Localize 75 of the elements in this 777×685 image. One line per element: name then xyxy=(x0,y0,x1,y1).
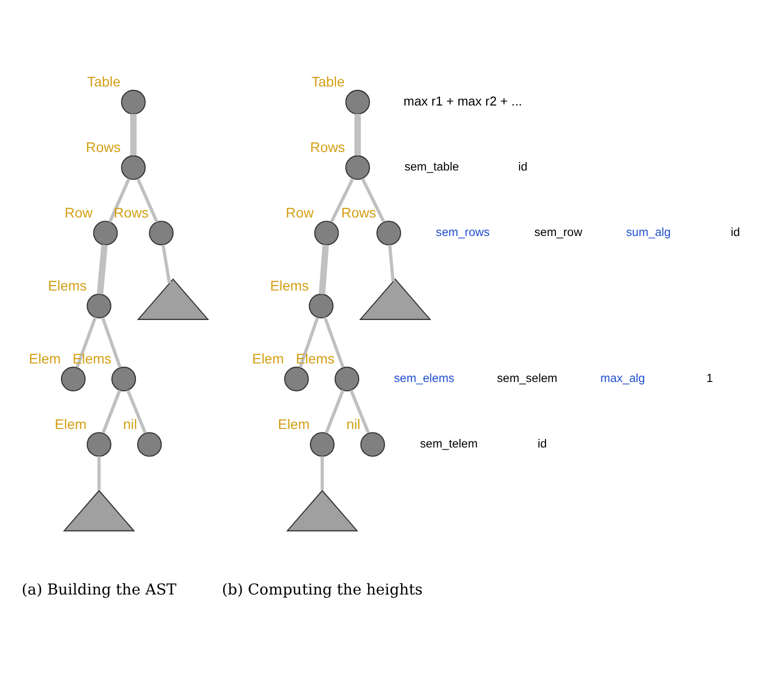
node-triangle xyxy=(359,278,432,320)
node-label: Rows xyxy=(341,204,376,220)
label: sem_row xyxy=(534,225,582,240)
connector xyxy=(102,390,122,434)
connector xyxy=(161,244,172,284)
node-label: Rows xyxy=(114,204,149,220)
label: sem_table xyxy=(404,160,459,174)
label: (a) Building the AST xyxy=(22,580,176,598)
node-label: max r1 + max r2 + ... xyxy=(403,93,522,108)
node-label: Elems xyxy=(48,277,87,294)
node-circle xyxy=(111,366,136,392)
node-circle xyxy=(121,90,146,114)
node-label: nil xyxy=(123,416,138,432)
node-label: Table xyxy=(87,73,121,90)
node-circle xyxy=(376,220,402,246)
connector xyxy=(354,114,361,156)
node-triangle xyxy=(137,278,210,320)
label: sem_selem xyxy=(497,370,558,385)
node-circle xyxy=(148,220,174,246)
node-circle xyxy=(360,432,386,457)
connector xyxy=(97,456,101,490)
node-circle xyxy=(93,220,118,246)
node-triangle xyxy=(62,490,136,532)
node-label: Rows xyxy=(310,138,346,155)
node-triangle xyxy=(286,490,358,532)
connector xyxy=(330,178,354,223)
connector xyxy=(350,390,370,434)
node-label: Elem xyxy=(278,416,310,432)
connector xyxy=(130,114,137,156)
node-circle xyxy=(60,366,86,392)
connector xyxy=(361,178,386,223)
node-circle xyxy=(314,220,339,246)
label: sem_rows xyxy=(436,225,490,240)
connector xyxy=(318,244,329,294)
connector xyxy=(126,390,147,434)
node-circle xyxy=(308,294,334,318)
node-label: Elem xyxy=(28,350,61,366)
connector xyxy=(388,244,395,282)
connector xyxy=(96,244,108,294)
connector xyxy=(298,317,320,368)
node-label: Rows xyxy=(86,138,121,155)
connector xyxy=(76,316,97,368)
node-label: Elems xyxy=(270,277,309,294)
node-label: Elem xyxy=(54,416,86,432)
node-label: Elems xyxy=(296,350,335,366)
label: id xyxy=(730,225,740,240)
label: (b) Computing the heights xyxy=(222,580,423,598)
label: sum_alg xyxy=(626,225,671,240)
node-label: Table xyxy=(311,73,345,90)
node-circle xyxy=(284,366,309,392)
node-circle xyxy=(137,432,162,457)
node-label: Row xyxy=(64,204,93,220)
node-circle xyxy=(310,432,335,457)
label: id xyxy=(518,160,528,174)
node-label: nil xyxy=(346,416,360,432)
label: max_alg xyxy=(600,370,646,385)
node-label: Elem xyxy=(252,350,284,366)
node-circle xyxy=(345,155,370,180)
label: sem_telem xyxy=(420,436,478,450)
label: sem_elems xyxy=(394,370,454,385)
connector xyxy=(320,456,324,490)
label: id xyxy=(538,436,547,450)
connector xyxy=(108,178,130,223)
node-circle xyxy=(86,432,112,457)
label: 1 xyxy=(706,370,713,385)
node-circle xyxy=(345,90,370,114)
connector xyxy=(136,178,158,223)
node-circle xyxy=(86,294,112,318)
connector xyxy=(324,390,344,434)
node-label: Row xyxy=(286,204,314,220)
node-label: Elems xyxy=(72,350,112,366)
connector xyxy=(323,316,345,368)
node-circle xyxy=(334,366,360,392)
connector xyxy=(101,317,122,368)
node-circle xyxy=(121,155,146,180)
